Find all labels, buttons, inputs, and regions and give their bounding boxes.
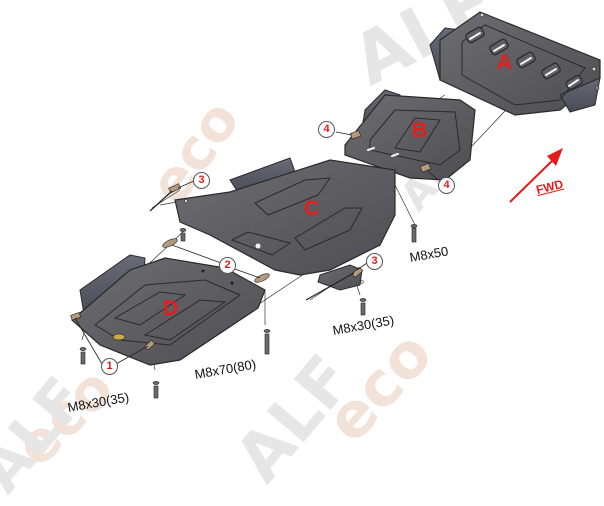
- bolt-m8x30-right: [359, 298, 367, 316]
- callout-1: 1: [101, 358, 118, 375]
- plate-d-label: D: [163, 297, 179, 320]
- plate-b: [344, 89, 476, 181]
- callout-3-right: 3: [366, 253, 383, 270]
- callout-4-bottom: 4: [438, 177, 455, 194]
- plate-b-label: B: [412, 119, 428, 142]
- plate-c: [149, 157, 396, 301]
- plate-c-label: C: [304, 197, 320, 220]
- callout-2: 2: [219, 257, 236, 274]
- callout-4-top: 4: [318, 121, 335, 138]
- plate-a: [429, 11, 601, 116]
- plate-a-label: A: [497, 51, 513, 74]
- bolt-c-left: [179, 228, 187, 242]
- bolt-left-1: [79, 347, 87, 365]
- bolt-m8x50: [410, 224, 418, 243]
- plate-d: [70, 238, 270, 366]
- bolts: [79, 224, 418, 399]
- bolt-m8x70-80: [263, 329, 271, 355]
- bolt-left-2: [152, 381, 160, 399]
- diagram-drawing: [70, 11, 601, 399]
- callout-3-left: 3: [193, 172, 210, 189]
- fwd-arrow-icon: [509, 148, 563, 203]
